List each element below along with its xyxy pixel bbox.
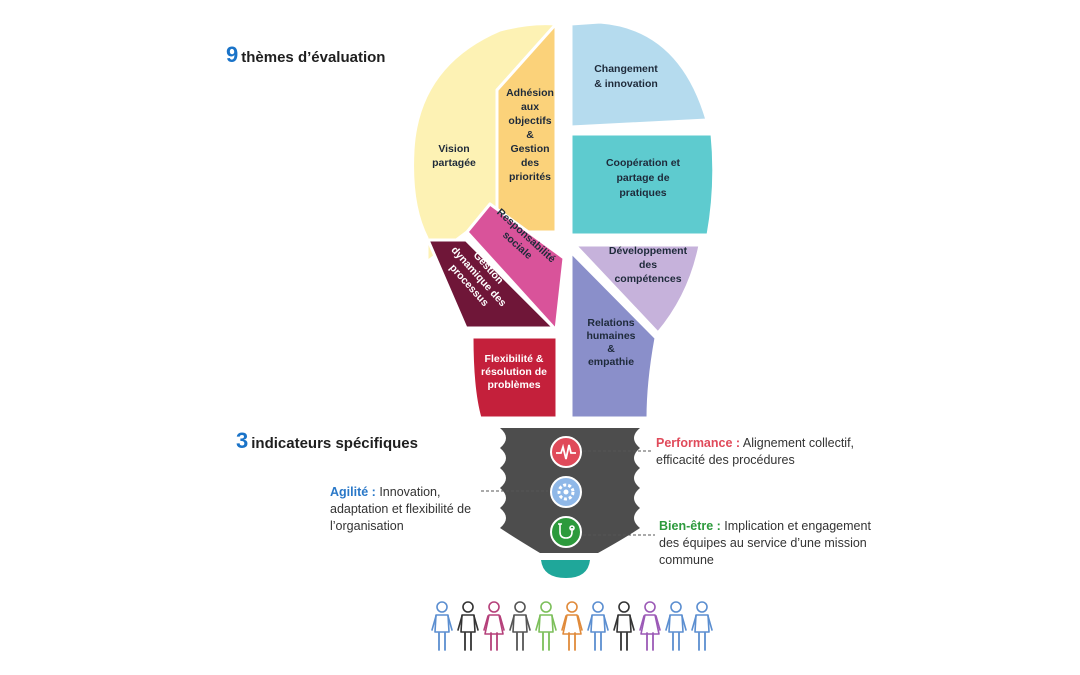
segment-changement <box>569 20 709 129</box>
bien-etre-line-1: Bien-être : Implication et engagement <box>659 518 919 535</box>
person-icon <box>561 601 583 651</box>
person-icon <box>483 601 505 651</box>
segment-adhesion-line: aux <box>521 101 539 113</box>
segment-changement-line: & innovation <box>594 78 658 90</box>
segment-flexibilite-line: Flexibilité & <box>485 353 544 365</box>
label-vision: Vision partagée <box>432 143 476 169</box>
bien-etre-desc-2: des équipes au service d’une mission <box>659 536 867 550</box>
person-icon <box>613 601 635 651</box>
performance-desc-1: Alignement collectif, <box>740 436 855 450</box>
segment-relations-line: & <box>607 343 615 355</box>
segment-developpement-line: compétences <box>614 273 681 285</box>
person-icon <box>587 601 609 651</box>
person-icon <box>691 601 713 651</box>
performance-desc-2: efficacité des procédures <box>656 453 795 467</box>
performance-icon-bg <box>550 436 582 468</box>
label-developpement: Développement des compétences <box>609 245 688 285</box>
agilite-name: Agilité <box>330 485 369 499</box>
segment-flexibilite <box>470 335 559 420</box>
segment-adhesion-line: objectifs <box>508 115 551 127</box>
performance-line-1: Performance : Alignement collectif, <box>656 435 916 452</box>
bien-etre-icon-bg <box>550 516 582 548</box>
agilite-indicator: Agilité : Innovation, adaptation et flex… <box>330 484 505 535</box>
indicators-count: 3 <box>236 428 249 453</box>
segment-gestion-dynamique <box>426 238 556 330</box>
person-icon <box>535 601 557 651</box>
segment-adhesion-line: des <box>521 157 539 169</box>
segment-developpement <box>573 243 702 335</box>
label-adhesion: Adhésion aux objectifs & Gestion des priorités <box>506 87 554 183</box>
segment-relations-line: empathie <box>588 356 634 368</box>
bien-etre-indicator: Bien-être : Implication et engagement de… <box>659 518 919 569</box>
segment-adhesion-line: priorités <box>509 171 551 183</box>
segment-cooperation-line: partage de <box>616 172 669 184</box>
person-icon <box>639 601 661 651</box>
performance-name: Performance <box>656 436 733 450</box>
segment-developpement-line: Développement <box>609 245 688 257</box>
agilite-desc-2: adaptation et flexibilité de <box>330 502 472 516</box>
segment-vision-line: partagée <box>432 157 476 169</box>
segment-relations-line: Relations <box>587 317 634 329</box>
label-cooperation: Coopération et partage de pratiques <box>606 157 681 199</box>
segment-adhesion-line: & <box>526 129 534 141</box>
segment-vision <box>411 22 558 264</box>
segment-developpement-line: des <box>639 259 657 271</box>
segment-relations <box>569 250 658 420</box>
agilite-desc-3: l’organisation <box>330 519 404 533</box>
agilite-sep: : <box>368 485 376 499</box>
performance-indicator: Performance : Alignement collectif, effi… <box>656 435 916 469</box>
bulb-tip <box>541 560 590 578</box>
heartbeat-icon <box>556 443 576 460</box>
gear-icon-center <box>563 489 569 495</box>
person-icon <box>431 601 453 651</box>
person-icon <box>457 601 479 651</box>
bien-etre-desc-1: Implication et engagement <box>720 519 871 533</box>
bien-etre-desc-3: commune <box>659 553 714 567</box>
bien-etre-sep: : <box>713 519 721 533</box>
segment-cooperation-line: Coopération et <box>606 157 681 169</box>
segment-flexibilite-line: problèmes <box>487 379 540 391</box>
segment-adhesion-line: Gestion <box>510 143 549 155</box>
segment-adhesion-line: Adhésion <box>506 87 554 99</box>
agilite-line-1: Agilité : Innovation, <box>330 484 505 501</box>
themes-count: 9 <box>226 42 239 67</box>
bien-etre-name: Bien-être <box>659 519 714 533</box>
label-changement: Changement & innovation <box>594 63 658 90</box>
themes-label: thèmes d’évaluation <box>241 49 386 66</box>
people-row <box>430 600 720 655</box>
segment-cooperation <box>569 132 716 237</box>
segment-cooperation-line: pratiques <box>619 187 666 199</box>
stethoscope-icon <box>558 523 575 539</box>
segment-relations-line: humaines <box>586 330 635 342</box>
segment-vision-line: Vision <box>438 143 469 155</box>
segment-responsabilite <box>465 202 566 332</box>
gear-icon <box>557 483 575 501</box>
person-icon <box>509 601 531 651</box>
indicators-label: indicateurs spécifiques <box>251 435 418 452</box>
person-icon <box>665 601 687 651</box>
segment-changement-line: Changement <box>594 63 658 75</box>
agilite-desc-1: Innovation, <box>375 485 441 499</box>
performance-sep: : <box>732 436 741 450</box>
segment-flexibilite-line: résolution de <box>481 366 547 378</box>
